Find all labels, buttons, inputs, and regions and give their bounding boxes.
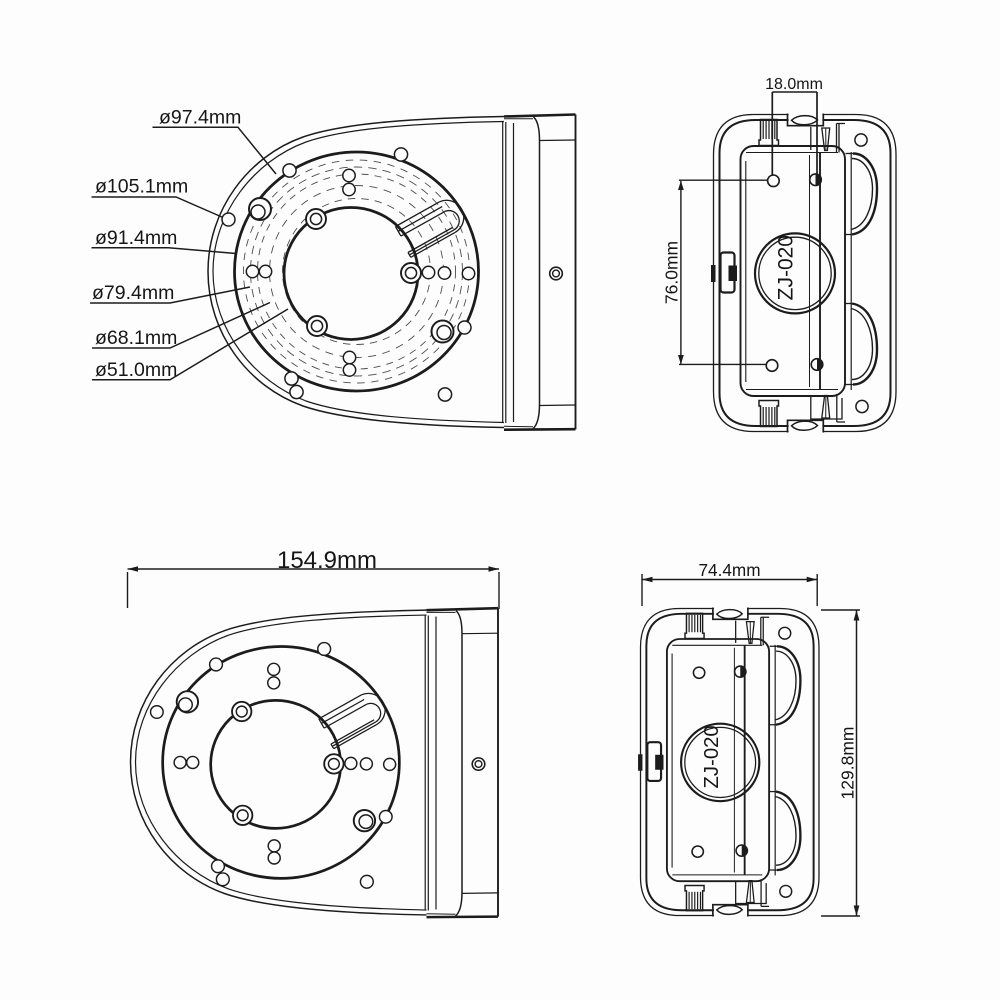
svg-text:129.8mm: 129.8mm xyxy=(838,727,858,800)
svg-text:ø51.0mm: ø51.0mm xyxy=(95,359,177,381)
svg-text:74.4mm: 74.4mm xyxy=(698,560,760,580)
svg-text:ø97.4mm: ø97.4mm xyxy=(159,107,241,129)
svg-text:154.9mm: 154.9mm xyxy=(277,547,377,574)
svg-text:ø79.4mm: ø79.4mm xyxy=(92,282,174,304)
svg-text:ø91.4mm: ø91.4mm xyxy=(95,227,177,249)
svg-text:76.0mm: 76.0mm xyxy=(662,241,682,304)
svg-text:ø68.1mm: ø68.1mm xyxy=(95,327,177,349)
svg-text:ø105.1mm: ø105.1mm xyxy=(95,176,188,198)
svg-text:18.0mm: 18.0mm xyxy=(765,76,823,93)
